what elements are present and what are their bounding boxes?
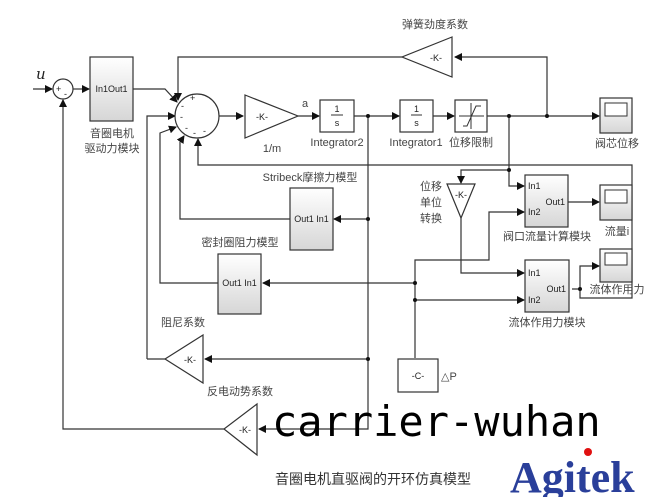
sum-sign: - bbox=[193, 128, 196, 138]
gain-mass-label: 1/m bbox=[263, 143, 281, 155]
stribeck-label: Stribeck摩擦力模型 bbox=[263, 170, 358, 184]
valve-flow-subsystem[interactable]: In1 In2 Out1 bbox=[524, 174, 569, 228]
spring-stiffness-gain[interactable]: -K- bbox=[400, 36, 453, 78]
const-value: -C- bbox=[412, 371, 425, 381]
unit-conversion-gain[interactable]: -K- bbox=[446, 183, 476, 220]
damping-label: 阻尼系数 bbox=[161, 316, 205, 329]
integrator2-label: Integrator2 bbox=[310, 137, 363, 149]
pressure-constant[interactable]: -C- bbox=[397, 358, 439, 393]
gain-value: -K- bbox=[430, 53, 442, 63]
port-in1: In1 bbox=[528, 181, 541, 191]
gain-value: -K- bbox=[256, 112, 268, 122]
fluid-block-label: 流体作用力模块 bbox=[509, 315, 586, 329]
emf-label: 反电动势系数 bbox=[207, 385, 273, 398]
signal-lines bbox=[33, 53, 633, 433]
driver-force-subsystem[interactable]: In1Out1 bbox=[89, 56, 134, 122]
integrator-den: s bbox=[335, 118, 340, 128]
junction-dots bbox=[366, 114, 582, 361]
sum-sign: - bbox=[181, 101, 184, 111]
spring-gain-label: 弹簧劲度系数 bbox=[402, 17, 468, 31]
seal-label: 密封圈阻力模型 bbox=[202, 235, 279, 249]
sum-sign: - bbox=[185, 123, 188, 133]
damping-gain[interactable]: -K- bbox=[163, 333, 204, 385]
unit-gain-label-1: 位移 bbox=[420, 179, 442, 193]
seal-resistance-subsystem[interactable]: Out1 In1 bbox=[217, 253, 262, 315]
port-in1: In1 bbox=[528, 268, 541, 278]
integrator2-block[interactable]: 1 s bbox=[319, 99, 355, 133]
pressure-label: △P bbox=[441, 371, 457, 383]
scope-displacement-label: 阀芯位移 bbox=[595, 136, 639, 150]
saturation-label: 位移限制 bbox=[449, 135, 493, 149]
ports: Out1 In1 bbox=[294, 214, 329, 224]
driver-label-1: 音圈电机 bbox=[90, 126, 134, 140]
saturation-icon bbox=[459, 103, 484, 129]
signal-label-a: a bbox=[302, 98, 309, 110]
driver-ports: In1Out1 bbox=[95, 84, 127, 94]
scope-flow-label: 流量i bbox=[605, 224, 629, 238]
input-label-u: u bbox=[36, 65, 46, 83]
integrator-den: s bbox=[414, 118, 419, 128]
port-out1: Out1 bbox=[546, 284, 566, 294]
scope-icon bbox=[604, 102, 628, 117]
scope-displacement[interactable] bbox=[599, 97, 633, 134]
integrator-num: 1 bbox=[334, 104, 339, 114]
agitek-logo: Agitek bbox=[510, 453, 635, 497]
scope-icon bbox=[604, 252, 628, 266]
unit-gain-label-3: 转换 bbox=[420, 211, 442, 225]
sum-sign-minus: - bbox=[64, 89, 67, 99]
flow-block-label: 阀口流量计算模块 bbox=[503, 229, 591, 243]
sum-sign-plus: + bbox=[56, 84, 61, 94]
sum-sign: + bbox=[190, 93, 195, 103]
saturation-block[interactable] bbox=[454, 99, 488, 133]
scope-fluid-force[interactable] bbox=[599, 248, 633, 283]
unit-gain-label-2: 单位 bbox=[420, 195, 442, 209]
port-in2: In2 bbox=[528, 295, 541, 305]
stribeck-friction-subsystem[interactable]: Out1 In1 bbox=[289, 187, 334, 251]
sum-sign: - bbox=[203, 126, 206, 136]
fluid-force-subsystem[interactable]: In1 In2 Out1 bbox=[524, 259, 570, 313]
watermark-text: carrier-wuhan bbox=[272, 397, 601, 446]
gain-value: -K- bbox=[184, 355, 196, 365]
diagram-caption: 音圈电机直驱阀的开环仿真模型 bbox=[275, 471, 471, 488]
scope-flow[interactable] bbox=[599, 184, 633, 221]
scope-icon bbox=[604, 189, 628, 204]
sum-sign: - bbox=[180, 112, 183, 122]
ports: Out1 In1 bbox=[222, 278, 257, 288]
integrator-num: 1 bbox=[414, 104, 419, 114]
sum-block-input[interactable]: + - bbox=[52, 78, 74, 100]
integrator1-block[interactable]: 1 s bbox=[399, 99, 434, 133]
port-out1: Out1 bbox=[545, 197, 565, 207]
gain-value: -K- bbox=[239, 425, 251, 435]
driver-label-2: 驱动力模块 bbox=[85, 142, 140, 155]
gain-1-over-m[interactable]: -K- bbox=[244, 94, 300, 139]
integrator1-label: Integrator1 bbox=[389, 137, 442, 149]
sum-block-main[interactable]: + - - - - - bbox=[174, 93, 220, 139]
gain-value: -K- bbox=[455, 190, 467, 200]
back-emf-gain[interactable]: -K- bbox=[223, 402, 258, 457]
logo-dot bbox=[584, 448, 592, 456]
port-in2: In2 bbox=[528, 207, 541, 217]
scope-fluid-label: 流体作用力 bbox=[590, 282, 645, 296]
